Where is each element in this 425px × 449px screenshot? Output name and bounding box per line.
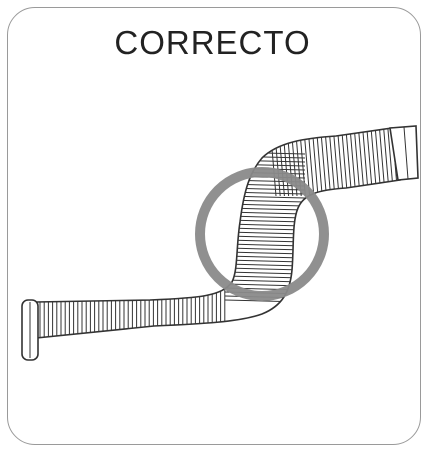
hose-left-cuff <box>22 300 38 360</box>
